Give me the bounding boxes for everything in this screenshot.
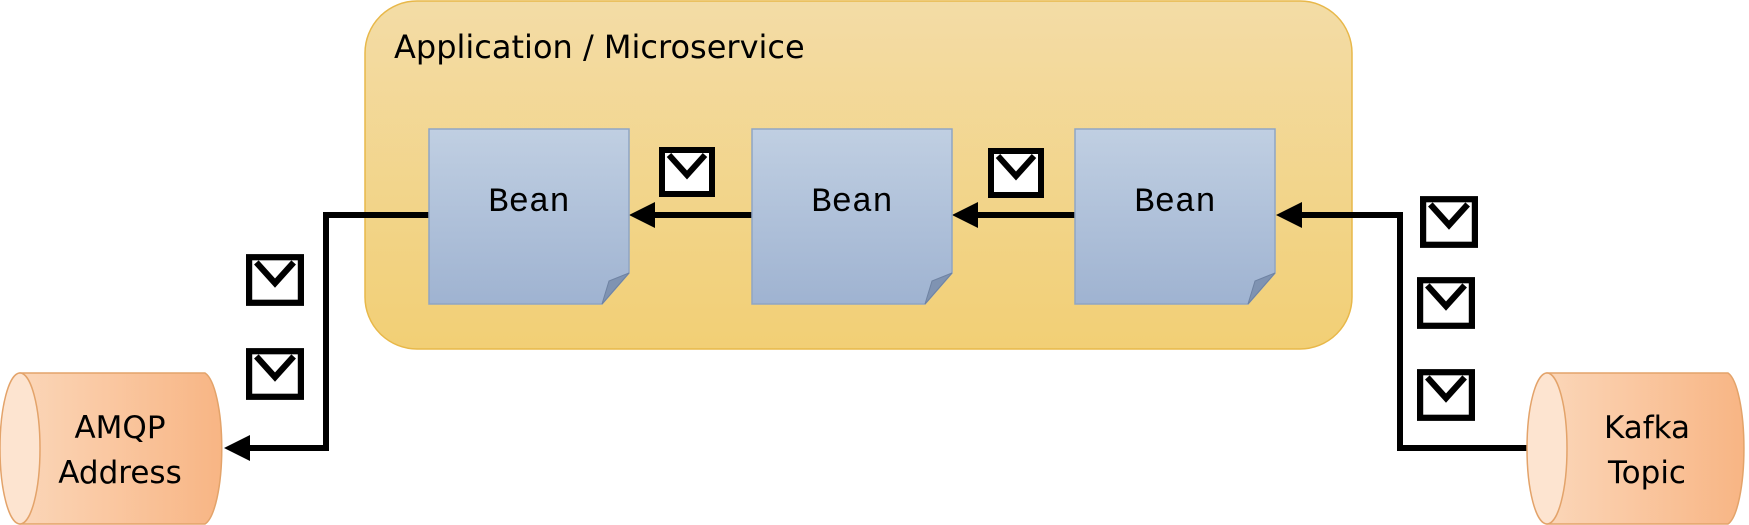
envelope-icon xyxy=(1423,199,1475,245)
envelope-icon xyxy=(662,150,712,194)
amqp-address-cylinder: AMQP Address xyxy=(0,372,223,525)
sink-label-line2: Address xyxy=(58,455,181,491)
bean-label: Bean xyxy=(1134,184,1216,222)
container-title: Application / Microservice xyxy=(394,28,805,66)
arrowheads xyxy=(224,202,1302,461)
bean-1: Bean xyxy=(428,128,630,305)
arrowhead-into-bean2 xyxy=(952,202,978,228)
sink-label-line1: AMQP xyxy=(74,410,165,446)
envelope-icon xyxy=(991,151,1041,195)
envelope-icon xyxy=(1420,372,1472,418)
connector-source-to-bean3 xyxy=(1300,212,1527,451)
bean-2: Bean xyxy=(751,128,953,305)
source-label-line2: Topic xyxy=(1607,455,1686,491)
arrowhead-into-sink xyxy=(224,435,250,461)
bean-label: Bean xyxy=(488,184,570,222)
bean-3: Bean xyxy=(1074,128,1276,305)
envelope-icon xyxy=(249,351,301,397)
arrowhead-into-bean1 xyxy=(629,202,655,228)
connector-bean1-to-sink xyxy=(245,212,429,451)
kafka-topic-cylinder: Kafka Topic xyxy=(1526,372,1745,525)
bean-label: Bean xyxy=(811,184,893,222)
arrowhead-into-bean3 xyxy=(1276,202,1302,228)
connectors xyxy=(245,212,1527,451)
source-label-line1: Kafka xyxy=(1604,410,1690,446)
envelope-icon xyxy=(1420,280,1472,326)
envelope-icon xyxy=(249,257,301,303)
